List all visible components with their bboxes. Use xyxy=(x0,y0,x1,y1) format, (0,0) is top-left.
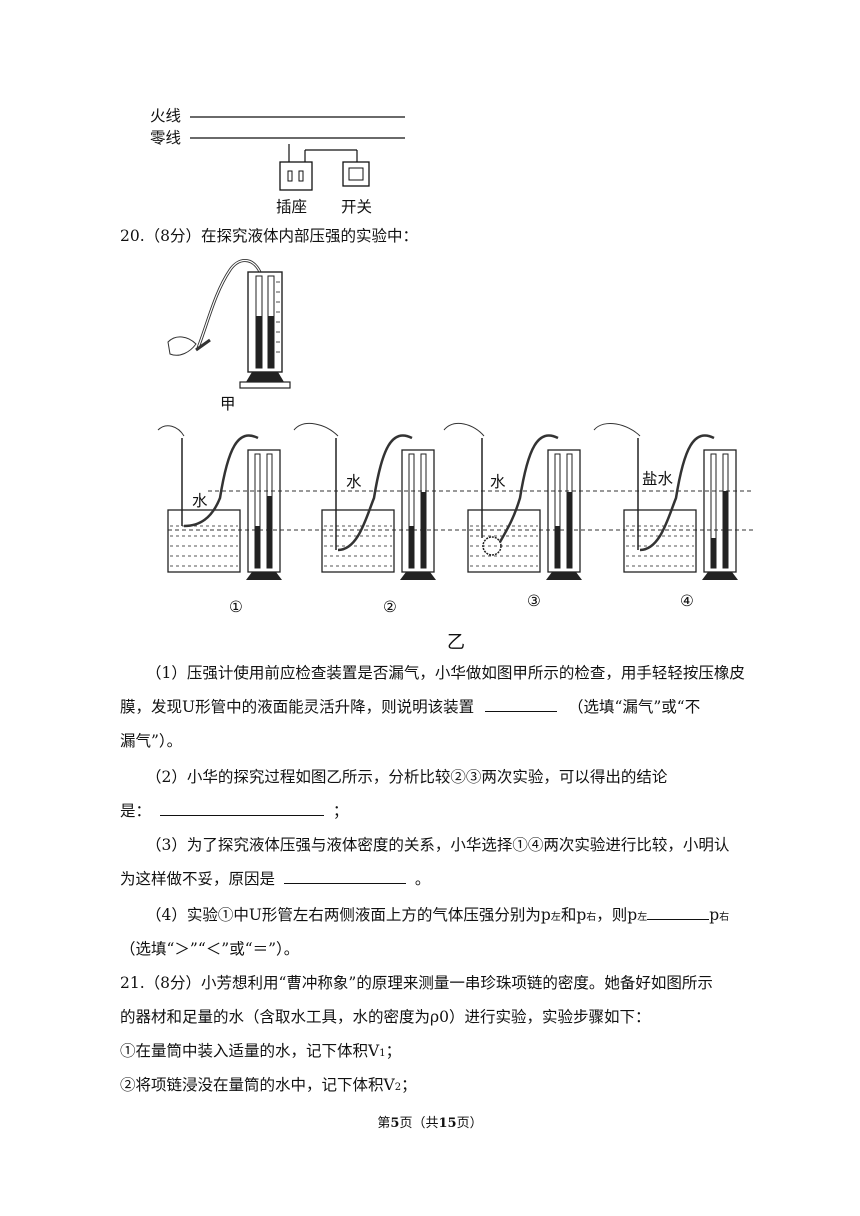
page-total: 15 xyxy=(438,1116,457,1131)
q20-part3-line2: 为这样做不妥，原因是 。 xyxy=(120,868,431,888)
socket-shape xyxy=(279,161,313,191)
experiment-3 xyxy=(443,422,582,580)
q20-part1-line2: 膜，发现U形管中的液面能灵活升降，则说明该装置 （选填“漏气”或“不 xyxy=(120,696,701,716)
experiment-num-3: ③ xyxy=(527,592,541,610)
experiment-num-1: ① xyxy=(229,598,243,616)
liquid-label-3: 水 xyxy=(490,473,506,491)
switch-label: 开关 xyxy=(341,198,373,216)
figure-jia-label: 甲 xyxy=(220,395,236,413)
circuit-diagram xyxy=(190,116,405,191)
q20-part1-line3: 漏气”）。 xyxy=(120,732,183,750)
figure-yi xyxy=(148,418,760,590)
q20-part2-line2: 是： ； xyxy=(120,800,349,820)
page-footer: 第5页（共15页） xyxy=(377,1116,483,1131)
figure-yi-label: 乙 xyxy=(447,632,465,653)
live-wire-label: 火线 xyxy=(150,107,182,125)
experiment-2 xyxy=(293,422,436,580)
q20-part3-blank xyxy=(283,868,406,884)
neutral-wire-label: 零线 xyxy=(150,129,182,147)
q20-part4-line2: （选填“＞”“＜”或“＝”）。 xyxy=(120,940,300,958)
switch-shape xyxy=(342,161,370,187)
q20-part3-line1: （3）为了探究液体压强与液体密度的关系，小华选择①④两次实验进行比较，小明认 xyxy=(146,836,730,854)
q21-step2: ②将项链浸没在量筒的水中，记下体积V2； xyxy=(120,1076,417,1094)
q20-part2-blank xyxy=(159,800,324,816)
figure-jia xyxy=(160,252,300,394)
q20-stem: 20.（8分）在探究液体内部压强的实验中： xyxy=(120,227,419,245)
q21-line2: 的器材和足量的水（含取水工具，水的密度为ρ0）进行实验，实验步骤如下： xyxy=(120,1008,651,1026)
q20-part1-blank xyxy=(485,696,558,712)
q20-part2-line1: （2）小华的探究过程如图乙所示，分析比较②③两次实验，可以得出的结论 xyxy=(146,768,668,786)
liquid-label-2: 水 xyxy=(346,473,362,491)
liquid-label-4: 盐水 xyxy=(642,470,674,488)
q21-step1: ①在量筒中装入适量的水，记下体积V1； xyxy=(120,1042,402,1060)
experiment-4 xyxy=(593,422,738,580)
socket-label: 插座 xyxy=(276,198,308,216)
q20-part1-line1: （1）压强计使用前应检查装置是否漏气，小华做如图甲所示的检查，用手轻轻按压橡皮 xyxy=(146,664,745,682)
circuit-figure xyxy=(140,100,420,220)
liquid-label-1: 水 xyxy=(192,492,208,510)
page-number: 5 xyxy=(390,1116,400,1131)
experiment-num-2: ② xyxy=(383,598,397,616)
experiment-1 xyxy=(157,425,282,580)
q21-line1: 21.（8分）小芳想利用“曹冲称象”的原理来测量一串珍珠项链的密度。她备好如图所… xyxy=(120,974,713,992)
q20-part4-blank xyxy=(647,904,710,920)
experiment-num-4: ④ xyxy=(680,592,694,610)
